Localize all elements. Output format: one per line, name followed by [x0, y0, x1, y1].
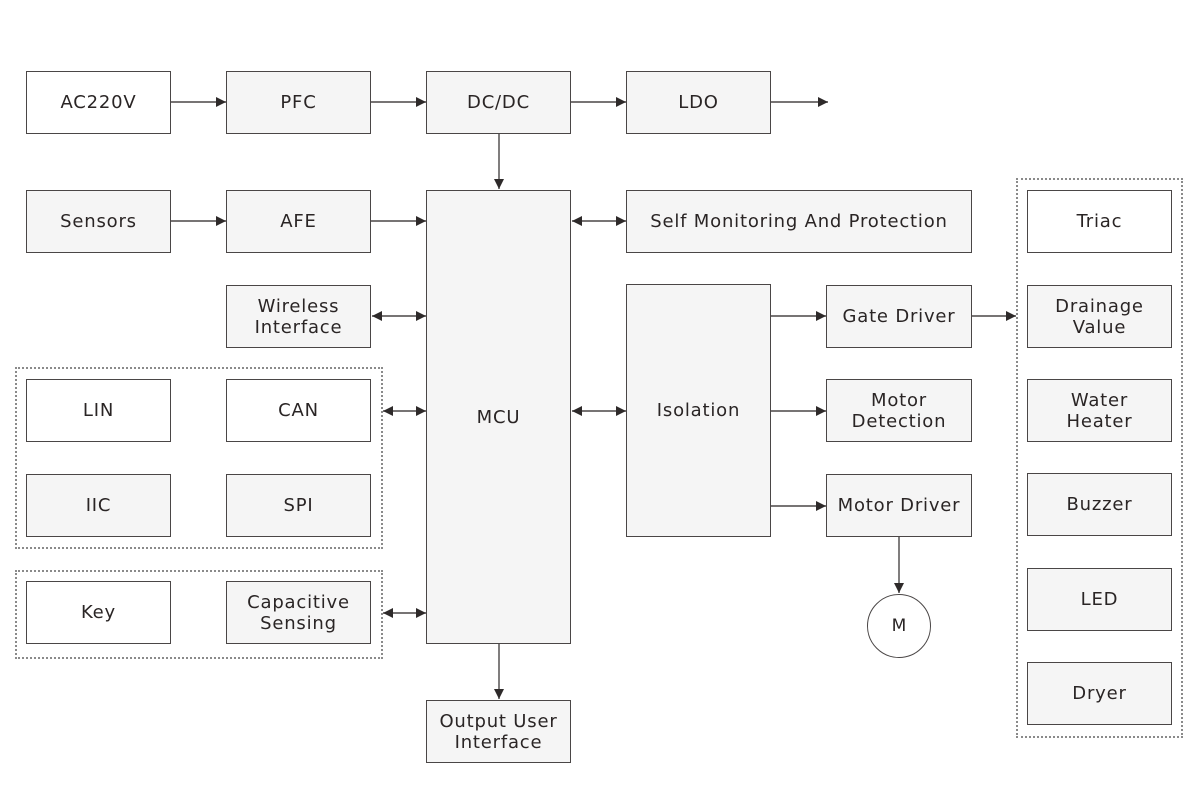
block-ac220v: AC220V — [26, 71, 171, 134]
group-bus-interfaces — [15, 367, 383, 549]
block-ldo: LDO — [626, 71, 771, 134]
block-dcdc: DC/DC — [426, 71, 571, 134]
block-gate-driver: Gate Driver — [826, 285, 972, 348]
block-pfc: PFC — [226, 71, 371, 134]
block-spi: SPI — [226, 474, 371, 537]
block-mcu: MCU — [426, 190, 571, 644]
block-motor-driver: Motor Driver — [826, 474, 972, 537]
block-isolation: Isolation — [626, 284, 771, 537]
block-motor-detection: Motor Detection — [826, 379, 972, 442]
block-water-heater: Water Heater — [1027, 379, 1172, 442]
block-wireless-interface: Wireless Interface — [226, 285, 371, 348]
block-led: LED — [1027, 568, 1172, 631]
block-iic: IIC — [26, 474, 171, 537]
block-triac: Triac — [1027, 190, 1172, 253]
block-drainage-value: Drainage Value — [1027, 285, 1172, 348]
block-dryer: Dryer — [1027, 662, 1172, 725]
block-capacitive-sensing: Capacitive Sensing — [226, 581, 371, 644]
group-loads — [1016, 178, 1183, 738]
group-touch-input — [15, 570, 383, 659]
motor-symbol: M — [867, 594, 931, 658]
block-sensors: Sensors — [26, 190, 171, 253]
block-lin: LIN — [26, 379, 171, 442]
block-can: CAN — [226, 379, 371, 442]
block-self-monitoring: Self Monitoring And Protection — [626, 190, 972, 253]
block-key: Key — [26, 581, 171, 644]
block-afe: AFE — [226, 190, 371, 253]
block-output-user-interface: Output User Interface — [426, 700, 571, 763]
block-buzzer: Buzzer — [1027, 473, 1172, 536]
